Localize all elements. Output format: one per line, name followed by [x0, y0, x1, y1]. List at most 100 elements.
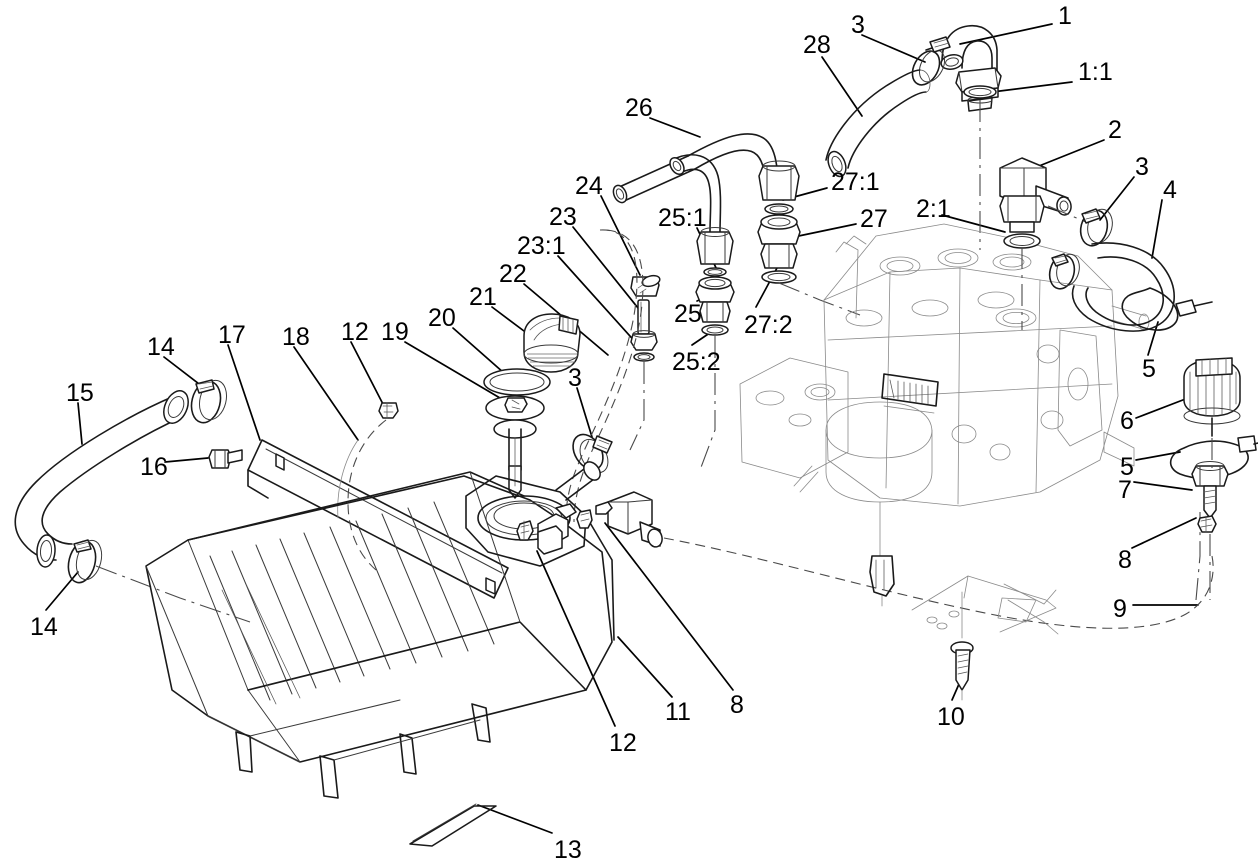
- callout-label-17: 17: [218, 321, 246, 349]
- leader-line-19: [404, 341, 501, 399]
- leader-line-23-1: [557, 255, 639, 346]
- tank-top-fittings: [516, 461, 663, 555]
- leader-line-18: [293, 346, 359, 441]
- callout-label-25: 25: [674, 300, 702, 328]
- leader-line-14: [163, 356, 204, 388]
- callout-label-22: 22: [499, 260, 527, 288]
- callout-label-1-1: 1:1: [1078, 58, 1113, 86]
- callout-label-25-1: 25:1: [658, 204, 707, 232]
- callout-label-8: 8: [730, 691, 744, 719]
- leader-line-3: [861, 34, 926, 63]
- part-28-hose: [825, 69, 931, 178]
- callout-label-7: 7: [1118, 476, 1132, 504]
- callout-label-2: 2: [1108, 116, 1122, 144]
- part-3-hose-clamp-top: [911, 36, 951, 86]
- callout-label-6: 6: [1120, 407, 1134, 435]
- callout-label-19: 19: [381, 318, 409, 346]
- part-12-clip-upper: [378, 402, 399, 419]
- part-21-cap: [523, 313, 581, 373]
- part-14-clamp-lower: [67, 539, 103, 584]
- leader-line-5: [1135, 451, 1181, 461]
- callout-label-3: 3: [1135, 153, 1149, 181]
- part-18-guard: [337, 439, 359, 519]
- callout-label-27-1: 27:1: [831, 168, 880, 196]
- leader-lines: [45, 23, 1199, 834]
- part-5-cable-tie-upper: [1121, 287, 1213, 331]
- part-16-plug: [208, 449, 243, 469]
- callout-label-3: 3: [568, 364, 582, 392]
- callout-label-27-2: 27:2: [744, 311, 793, 339]
- leader-line-8: [1131, 517, 1197, 549]
- leader-line-5: [1147, 321, 1159, 356]
- leader-line-3: [1099, 176, 1135, 221]
- callout-label-11: 11: [665, 698, 691, 726]
- part-25-1-nut: [696, 227, 734, 277]
- part-1-hose-elbow: [940, 25, 1002, 112]
- assembly-path-22b: [573, 229, 644, 523]
- leader-line-15: [77, 402, 83, 445]
- sender-wire: [869, 501, 895, 607]
- centerline-2-port: [1047, 205, 1087, 223]
- part-25-2-oring: [701, 324, 729, 336]
- callout-label-21: 21: [469, 283, 497, 311]
- callout-label-5: 5: [1120, 453, 1134, 481]
- part-8-clip: [1197, 515, 1217, 533]
- hose-run-9: [663, 537, 1214, 629]
- part-25-coupler: [695, 276, 735, 323]
- part-24-fitting: [630, 274, 661, 297]
- hydro-pump-assembly: [739, 223, 1150, 507]
- leader-line-2-1: [941, 214, 1006, 233]
- part-23-stem: [630, 299, 658, 351]
- part-20-oring: [483, 368, 551, 396]
- part-7-screw: [1191, 461, 1229, 519]
- leader-line-27: [788, 223, 857, 239]
- part-5-cable-tie-lower: [1169, 435, 1258, 479]
- part-10-screw: [950, 591, 974, 701]
- callout-label-8: 8: [1118, 546, 1132, 574]
- centerline-23: [629, 362, 645, 451]
- leader-line-11: [617, 636, 673, 698]
- part-27-2-oring: [761, 270, 797, 284]
- centerline-9: [1195, 512, 1201, 601]
- callout-label-25-2: 25:2: [672, 348, 721, 376]
- part-17-bracket: [247, 439, 509, 599]
- callout-label-26: 26: [625, 94, 653, 122]
- leader-line-4: [1151, 199, 1163, 259]
- callout-label-24: 24: [575, 172, 603, 200]
- callout-label-23: 23: [549, 203, 577, 231]
- callout-label-18: 18: [282, 323, 310, 351]
- leader-line-7: [1133, 481, 1193, 491]
- callout-label-12: 12: [609, 729, 637, 757]
- leader-line-1-1: [991, 81, 1073, 93]
- part-4-hose: [1071, 242, 1175, 332]
- callout-label-1: 1: [1058, 2, 1072, 30]
- leader-line-3: [576, 387, 593, 438]
- part-23-1-oring: [633, 352, 655, 362]
- leader-line-14: [45, 571, 79, 611]
- callout-label-9: 9: [1113, 595, 1127, 623]
- callout-label-3: 3: [851, 11, 865, 39]
- part-3-hose-clamp-right: [1079, 208, 1113, 247]
- callout-label-10: 10: [937, 703, 965, 731]
- leader-line-13: [477, 804, 553, 834]
- assembly-path-22: [565, 229, 638, 521]
- callout-label-13: 13: [554, 836, 582, 864]
- callout-label-5: 5: [1142, 355, 1156, 383]
- leader-line-28: [821, 56, 863, 117]
- part-1-1-oring: [963, 85, 997, 99]
- leader-line-26: [649, 117, 701, 138]
- callout-label-14: 14: [30, 613, 58, 641]
- callout-label-2-1: 2:1: [916, 195, 951, 223]
- centerline-14-lower: [95, 565, 251, 623]
- callout-label-15: 15: [66, 379, 94, 407]
- leader-line-12: [536, 550, 616, 727]
- callout-label-28: 28: [803, 31, 831, 59]
- callout-label-27: 27: [860, 205, 888, 233]
- callout-label-14: 14: [147, 333, 175, 361]
- leader-line-20: [452, 327, 505, 374]
- leader-line-12: [350, 341, 386, 409]
- centerline-25: [699, 336, 716, 471]
- part-14-clamp-upper: [190, 379, 228, 424]
- leader-line-16: [164, 457, 209, 463]
